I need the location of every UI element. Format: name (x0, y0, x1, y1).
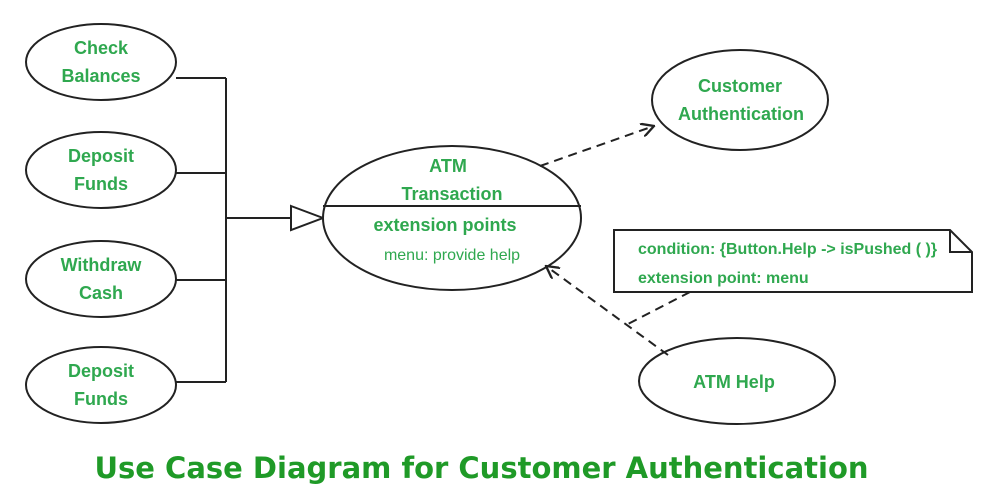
use-case-label-line1: Customer (698, 76, 782, 96)
atm-transaction-name-line1: ATM (429, 156, 467, 176)
use-case-label-line2: Cash (79, 283, 123, 303)
note-extension-point-text: extension point: menu (638, 270, 809, 287)
use-case-label-line1: Withdraw (61, 255, 143, 275)
use-case-label-line1: Deposit (68, 361, 134, 381)
extension-point-entry: menu: provide help (384, 247, 520, 264)
use-case-label-line2: Funds (74, 389, 128, 409)
note-condition-text: condition: {Button.Help -> isPushed ( )} (638, 241, 937, 258)
diagram-caption: Use Case Diagram for Customer Authentica… (94, 451, 869, 485)
note-folded-corner (949, 230, 972, 253)
extension-points-title: extension points (373, 215, 516, 235)
extend-dependency-arrow (546, 266, 669, 356)
use-case-deposit-funds-bottom: Deposit Funds (25, 346, 177, 424)
use-case-atm-help: ATM Help (638, 337, 836, 425)
generalization-arrowhead (290, 204, 326, 232)
include-dependency-arrow (539, 126, 654, 167)
use-case-check-balances: Check Balances (25, 23, 177, 101)
use-case-atm-transaction: ATM Transaction extension points menu: p… (322, 145, 582, 291)
note-anchor-line (627, 291, 691, 325)
atm-transaction-name-line2: Transaction (401, 184, 502, 204)
use-case-label-line1: Check (74, 38, 129, 58)
use-case-withdraw-cash: Withdraw Cash (25, 240, 177, 318)
use-case-label-line2: Funds (74, 174, 128, 194)
condition-note: condition: {Button.Help -> isPushed ( )}… (613, 229, 973, 293)
use-case-label-line1: Deposit (68, 146, 134, 166)
use-case-customer-authentication: Customer Authentication (651, 49, 829, 151)
use-case-diagram: Check Balances Deposit Funds Withdraw Ca… (25, 23, 973, 425)
use-case-label-line2: Authentication (678, 104, 804, 124)
use-case-deposit-funds-top: Deposit Funds (25, 131, 177, 209)
generalization-connectors (176, 77, 291, 383)
use-case-label-line2: Balances (61, 66, 140, 86)
use-case-label: ATM Help (693, 372, 775, 392)
